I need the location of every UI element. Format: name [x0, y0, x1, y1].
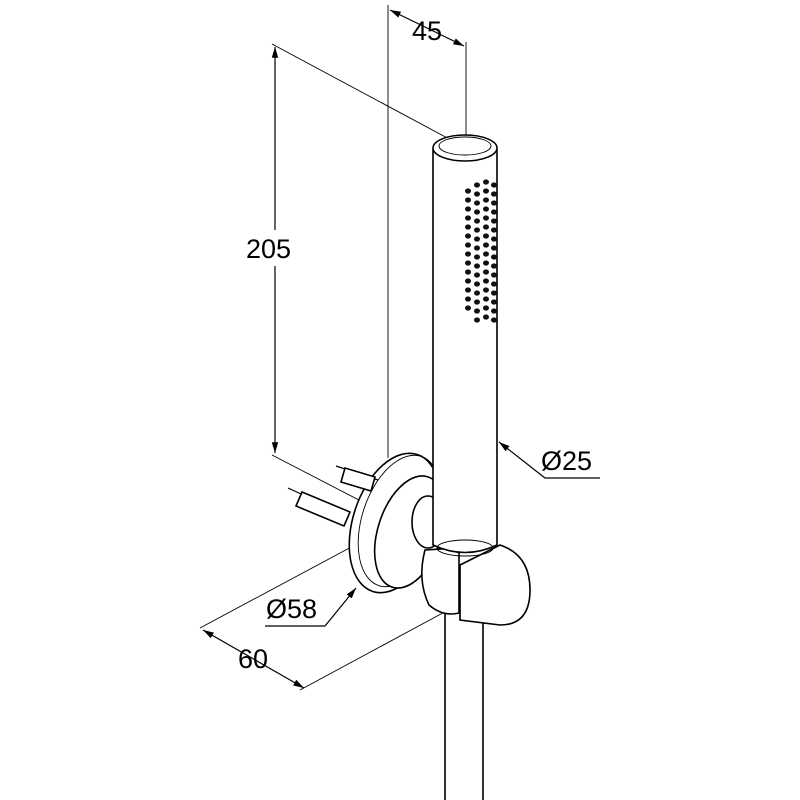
nozzle-dot — [491, 254, 497, 260]
nozzle-dot — [474, 254, 480, 260]
spray-nozzles — [465, 179, 497, 323]
nozzle-dot — [491, 263, 497, 269]
nozzle-dot — [491, 209, 497, 215]
nozzle-dot — [491, 290, 497, 296]
nozzle-dot — [474, 245, 480, 251]
nozzle-dot — [491, 308, 497, 314]
hand-shower — [432, 134, 498, 557]
nozzle-dot — [474, 299, 480, 305]
dimension-label-45: 45 — [412, 16, 442, 46]
nozzle-dot — [474, 218, 480, 224]
nozzle-dot — [474, 209, 480, 215]
nozzle-dot — [465, 224, 471, 230]
nozzle-dot — [474, 200, 480, 206]
nozzle-dot — [465, 287, 471, 293]
nozzle-dot — [465, 278, 471, 284]
nozzle-dot — [483, 296, 489, 302]
nozzle-dot — [483, 188, 489, 194]
nozzle-dot — [474, 263, 480, 269]
dimension-label-205: 205 — [246, 234, 291, 264]
nozzle-dot — [465, 233, 471, 239]
nozzle-dot — [483, 242, 489, 248]
nozzle-dot — [474, 236, 480, 242]
nozzle-dot — [465, 188, 471, 194]
nozzle-dot — [465, 269, 471, 275]
nozzle-dot — [474, 272, 480, 278]
nozzle-dot — [491, 236, 497, 242]
nozzle-dot — [491, 182, 497, 188]
nozzle-dot — [465, 296, 471, 302]
nozzle-dot — [474, 290, 480, 296]
nozzle-dot — [483, 233, 489, 239]
dimension-label-60: 60 — [238, 644, 268, 674]
nozzle-dot — [491, 218, 497, 224]
nozzle-dot — [483, 287, 489, 293]
wall-screws — [287, 465, 379, 528]
nozzle-dot — [474, 227, 480, 233]
nozzle-dot — [465, 305, 471, 311]
nozzle-dot — [483, 224, 489, 230]
nozzle-dot — [465, 197, 471, 203]
nozzle-dot — [491, 200, 497, 206]
extension-lines — [199, 5, 467, 691]
nozzle-dot — [465, 242, 471, 248]
nozzle-dot — [474, 308, 480, 314]
nozzle-dot — [465, 206, 471, 212]
dimension-label-diameter-25: Ø25 — [541, 446, 592, 476]
nozzle-dot — [474, 317, 480, 323]
nozzle-dot — [483, 305, 489, 311]
nozzle-dot — [465, 251, 471, 257]
nozzle-dot — [491, 317, 497, 323]
nozzle-dot — [491, 281, 497, 287]
nozzle-dot — [465, 215, 471, 221]
nozzle-dot — [483, 206, 489, 212]
nozzle-dot — [474, 191, 480, 197]
nozzle-dot — [474, 281, 480, 287]
nozzle-dot — [491, 191, 497, 197]
nozzle-dot — [483, 278, 489, 284]
nozzle-dot — [483, 251, 489, 257]
nozzle-dot — [483, 179, 489, 185]
dimension-label-diameter-58: Ø58 — [266, 594, 317, 624]
nozzle-dot — [483, 215, 489, 221]
nozzle-dot — [474, 182, 480, 188]
nozzle-dot — [491, 227, 497, 233]
nozzle-dot — [491, 299, 497, 305]
nozzle-dot — [483, 197, 489, 203]
nozzle-dot — [483, 260, 489, 266]
nozzle-dot — [491, 245, 497, 251]
nozzle-dot — [465, 260, 471, 266]
nozzle-dot — [483, 314, 489, 320]
hose — [444, 599, 484, 800]
nozzle-dot — [491, 272, 497, 278]
nozzle-dot — [483, 269, 489, 275]
holder-bracket — [421, 544, 531, 626]
